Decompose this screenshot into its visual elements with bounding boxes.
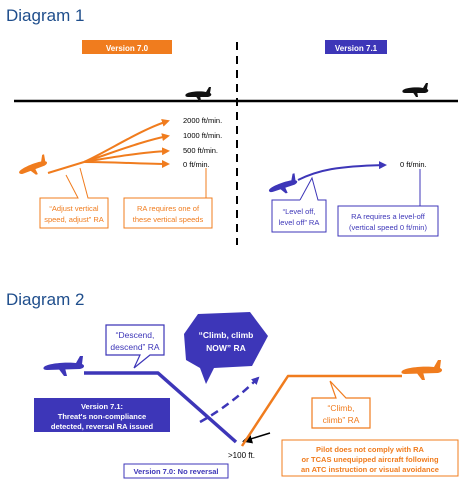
callout-level-line-1: “Level off,: [283, 207, 316, 216]
callout-descend-balloon: [105, 324, 165, 369]
threat-aircraft-icon: [401, 360, 443, 380]
callout-climb-line-1: “Climb,: [328, 403, 355, 413]
intruder-aircraft-icon-left: [185, 87, 212, 101]
note-right-line-1: RA requires a level-off: [351, 212, 426, 221]
callout-climb-now-line-2: NOW” RA: [206, 343, 246, 353]
note-7-1-line-1: Version 7.1:: [81, 402, 123, 411]
callout-descend-line-1: “Descend,: [116, 330, 155, 340]
callout-climb-balloon: [311, 380, 371, 429]
approach-path-orange: [47, 161, 85, 174]
callout-level-line-2: level off” RA: [279, 218, 320, 227]
callout-adjust-line-2: speed, adjust” RA: [44, 215, 104, 224]
rate-label-500: 500 ft/min.: [183, 146, 218, 155]
rate-arrow-2000: [83, 119, 170, 163]
note-7-1-box: [34, 398, 170, 432]
note-7-0-label: Version 7.0: No reversal: [133, 467, 218, 476]
note-right-line-2: (vertical speed 0 ft/min): [349, 223, 427, 232]
rate-arrow-0: [83, 159, 170, 168]
version-7-1-label: Version 7.1: [335, 44, 378, 53]
note-right-box: [337, 205, 439, 237]
rate-arrow-1000: [83, 133, 170, 163]
callout-climb-now-balloon: [184, 312, 268, 384]
threat-flight-path: [240, 374, 402, 447]
descending-aircraft-icon: [43, 356, 85, 376]
note-left-line-1: RA requires one of: [137, 204, 200, 213]
reversal-climb-path: [199, 376, 260, 424]
rate-label-2000: 2000 ft/min.: [183, 116, 222, 125]
diagram-2-title: Diagram 2: [6, 290, 85, 309]
separation-arrow: [242, 432, 271, 444]
note-7-0-box: [123, 463, 229, 479]
rate-label-right-0: 0 ft/min.: [400, 160, 427, 169]
callout-descend-line-2: descend” RA: [110, 342, 159, 352]
note-pilot-box: [281, 439, 459, 477]
version-7-1-badge: [325, 40, 387, 54]
note-left-line-2: these vertical speeds: [133, 215, 204, 224]
note-7-1-line-2: Threat's non-compliance: [58, 412, 146, 421]
own-aircraft-icon-orange: [19, 154, 48, 175]
rate-arrow-500: [83, 147, 170, 163]
intruder-aircraft-icon-right: [402, 83, 429, 97]
note-7-1-line-3: detected, reversal RA issued: [51, 422, 154, 431]
note-pilot-line-3: an ATC instruction or visual avoidance: [301, 465, 439, 474]
note-pilot-line-1: Pilot does not comply with RA: [316, 445, 425, 454]
version-7-0-label: Version 7.0: [106, 44, 149, 53]
note-left-box: [123, 197, 213, 229]
version-7-0-badge: [82, 40, 172, 54]
callout-climb-line-2: climb” RA: [323, 415, 360, 425]
diagram-1-title: Diagram 1: [6, 6, 85, 25]
rate-label-0: 0 ft/min.: [183, 160, 210, 169]
rate-label-1000: 1000 ft/min.: [183, 131, 222, 140]
level-off-arrow: [297, 161, 387, 181]
callout-climb-now-line-1: “Climb, climb: [199, 330, 254, 340]
note-pilot-line-2: or TCAS unequipped aircraft following: [301, 455, 439, 464]
callout-level-balloon: [271, 176, 327, 233]
separation-label: >100 ft.: [228, 451, 255, 460]
callout-adjust-line-1: “Adjust vertical: [49, 204, 99, 213]
own-aircraft-icon-blue: [268, 173, 298, 194]
descent-path: [84, 371, 238, 444]
callout-adjust-balloon: [39, 167, 109, 229]
